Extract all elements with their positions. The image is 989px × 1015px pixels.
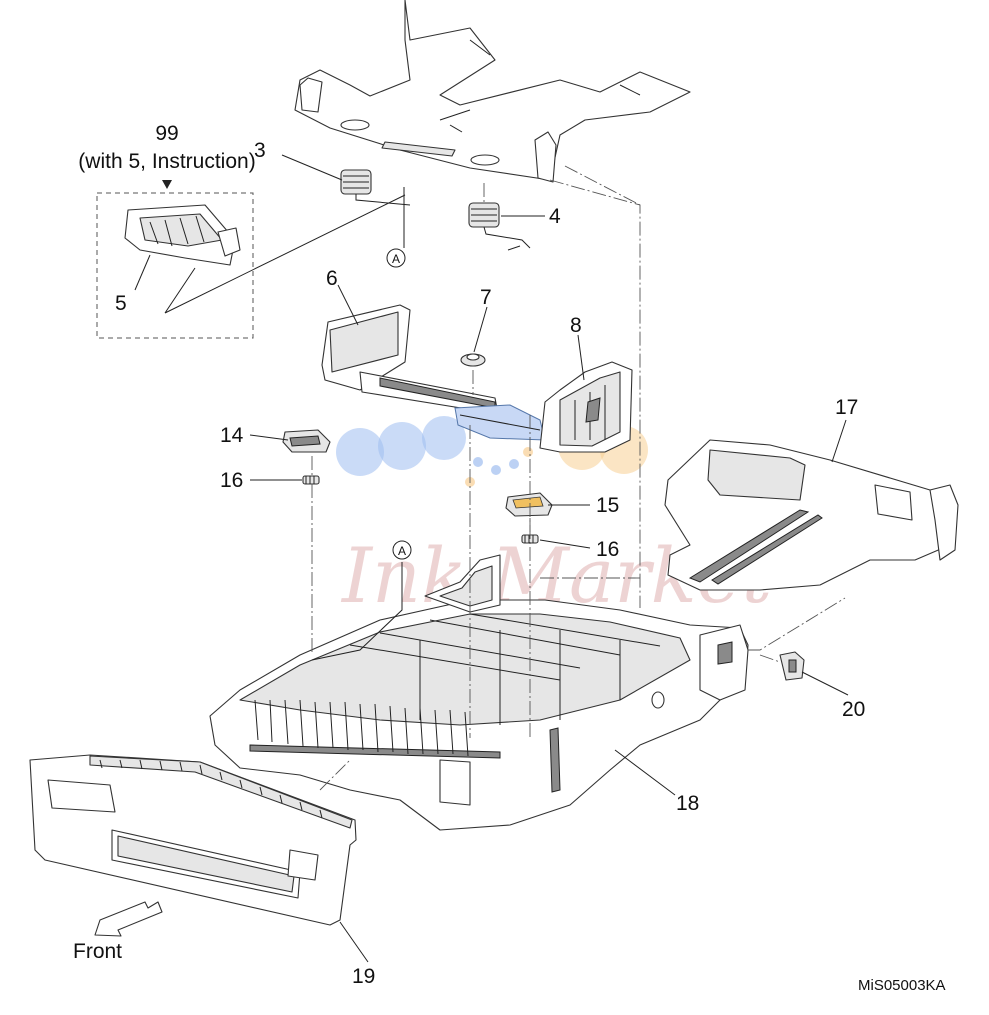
- part-clip-20: [779, 651, 805, 681]
- part-latch-15: [505, 492, 553, 517]
- callout-16-right: 16: [596, 538, 619, 561]
- ref-a-label-top: A: [392, 252, 400, 266]
- front-arrow-icon: [94, 901, 163, 937]
- callout-15: 15: [596, 494, 619, 517]
- leader-lines: [249, 154, 849, 963]
- part-spring-16-left: [302, 475, 320, 485]
- part-bottom-plate-assembly: [294, 0, 691, 183]
- part-tray-body-18: [209, 554, 749, 831]
- callout-18: 18: [676, 792, 699, 815]
- callout-14: 14: [220, 424, 244, 447]
- figure-code: MiS05003KA: [858, 977, 946, 994]
- part-spring-3: [340, 169, 411, 206]
- callout-3: 3: [254, 139, 266, 162]
- triangle-marker-icon: [162, 180, 172, 189]
- part-front-cover-19: [29, 754, 357, 926]
- part-pinion-7: [460, 353, 486, 367]
- reference-marker-a-bottom: A: [392, 540, 412, 560]
- callout-19: 19: [352, 965, 375, 988]
- kit-note: (with 5, Instruction): [78, 150, 255, 173]
- callout-5: 5: [115, 292, 127, 315]
- part-spring-4: [468, 202, 531, 251]
- callout-8: 8: [570, 314, 582, 337]
- part-side-guide-6: [321, 304, 499, 415]
- callout-16-left: 16: [220, 469, 243, 492]
- assembly-guide-lines: [311, 165, 846, 791]
- part-rack-link: [454, 404, 546, 441]
- callout-4: 4: [549, 205, 561, 228]
- callout-labels: 99 (with 5, Instruction) 3 4 5 6 7 8 14 …: [78, 122, 865, 988]
- callout-7: 7: [480, 286, 492, 309]
- reference-marker-a-top: A: [386, 248, 406, 268]
- part-end-guide-8: [539, 361, 633, 453]
- part-retard-holder-5: [124, 204, 241, 266]
- part-tray-extension-17: [664, 439, 959, 591]
- callout-99: 99: [155, 122, 178, 145]
- front-label: Front: [73, 940, 122, 963]
- callout-6: 6: [326, 267, 338, 290]
- part-latch-14: [282, 429, 331, 453]
- callout-17: 17: [835, 396, 858, 419]
- kit-99-box: [96, 180, 406, 339]
- callout-20: 20: [842, 698, 865, 721]
- ref-a-label-bottom: A: [398, 544, 406, 558]
